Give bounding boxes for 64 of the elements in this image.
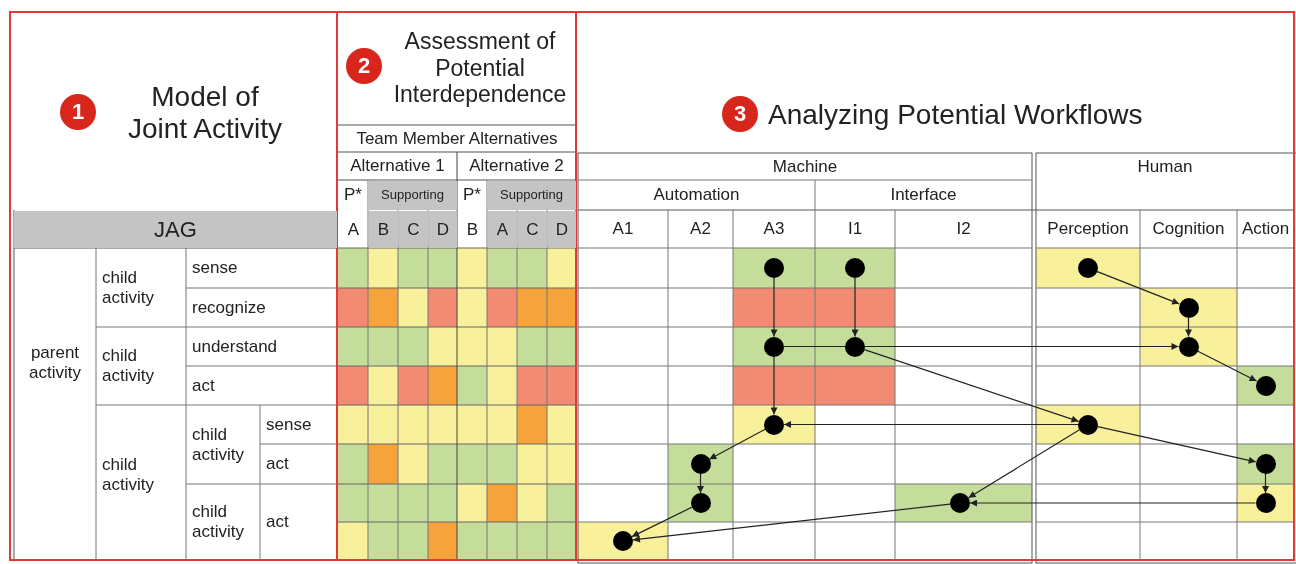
arrow bbox=[1185, 316, 1192, 338]
column-header: Cognition bbox=[1151, 218, 1226, 241]
column-header: A3 bbox=[762, 218, 786, 241]
row-label: act bbox=[265, 453, 290, 476]
column-header: A bbox=[488, 211, 517, 248]
column-header: P* bbox=[343, 184, 363, 207]
column-header: D bbox=[429, 211, 457, 248]
arrow bbox=[864, 343, 1180, 350]
row-label: child activity bbox=[101, 345, 155, 387]
arrow bbox=[770, 355, 778, 416]
arrow bbox=[967, 429, 1081, 499]
group-header: Interface bbox=[889, 184, 958, 207]
section-title: Analyzing Potential Workflows bbox=[767, 97, 1144, 132]
arrow bbox=[1096, 271, 1180, 305]
step-number-badge: 1 bbox=[60, 94, 96, 130]
group-header: Alternative 1 bbox=[349, 155, 446, 178]
row-label: child activity bbox=[101, 454, 155, 496]
arrow bbox=[1097, 426, 1257, 464]
column-header: C bbox=[518, 211, 547, 248]
column-header: B bbox=[465, 218, 480, 241]
group-header: Alternative 2 bbox=[468, 155, 565, 178]
arrow bbox=[708, 428, 766, 460]
column-header: Supporting bbox=[368, 181, 457, 210]
row-label: child activity bbox=[191, 501, 245, 543]
arrow bbox=[697, 473, 704, 494]
group-header: Human bbox=[1136, 156, 1194, 179]
row-label: parent activity bbox=[28, 341, 82, 384]
section-title: Assessment of Potential Interdependence bbox=[392, 27, 568, 110]
step-number-badge: 2 bbox=[346, 48, 382, 84]
arrow bbox=[1196, 350, 1258, 382]
table-header: JAG bbox=[14, 211, 337, 248]
group-header: Machine bbox=[771, 156, 839, 179]
column-header: Action bbox=[1240, 218, 1291, 241]
row-label: child activity bbox=[101, 266, 155, 309]
column-header: C bbox=[399, 211, 428, 248]
arrow bbox=[863, 349, 1080, 423]
column-header: Supporting bbox=[487, 181, 576, 210]
column-header: Perception bbox=[1046, 218, 1130, 241]
step-number-badge: 3 bbox=[722, 96, 758, 132]
row-label: sense bbox=[191, 257, 239, 280]
arrow bbox=[851, 277, 859, 338]
arrow bbox=[969, 499, 1257, 507]
column-header: P* bbox=[462, 184, 482, 207]
arrow bbox=[770, 277, 778, 338]
column-header: D bbox=[548, 211, 576, 248]
column-header: A1 bbox=[611, 218, 635, 241]
column-header: I1 bbox=[846, 218, 864, 241]
row-label: act bbox=[265, 511, 290, 534]
row-label: sense bbox=[265, 413, 313, 436]
section-title: Model of Joint Activity bbox=[126, 79, 284, 146]
column-header: B bbox=[369, 211, 398, 248]
row-label: understand bbox=[191, 335, 279, 358]
arrow bbox=[631, 506, 693, 538]
row-label: act bbox=[191, 374, 216, 397]
column-header: A2 bbox=[689, 218, 712, 241]
column-header: I2 bbox=[955, 218, 972, 241]
row-label: recognize bbox=[191, 296, 267, 319]
row-label: child activity bbox=[191, 423, 245, 466]
arrow bbox=[783, 421, 1079, 428]
group-header: Team Member Alternatives bbox=[355, 128, 559, 151]
arrow bbox=[632, 503, 951, 543]
arrow bbox=[1262, 473, 1269, 494]
group-header: Automation bbox=[652, 184, 741, 207]
column-header: A bbox=[346, 218, 361, 241]
